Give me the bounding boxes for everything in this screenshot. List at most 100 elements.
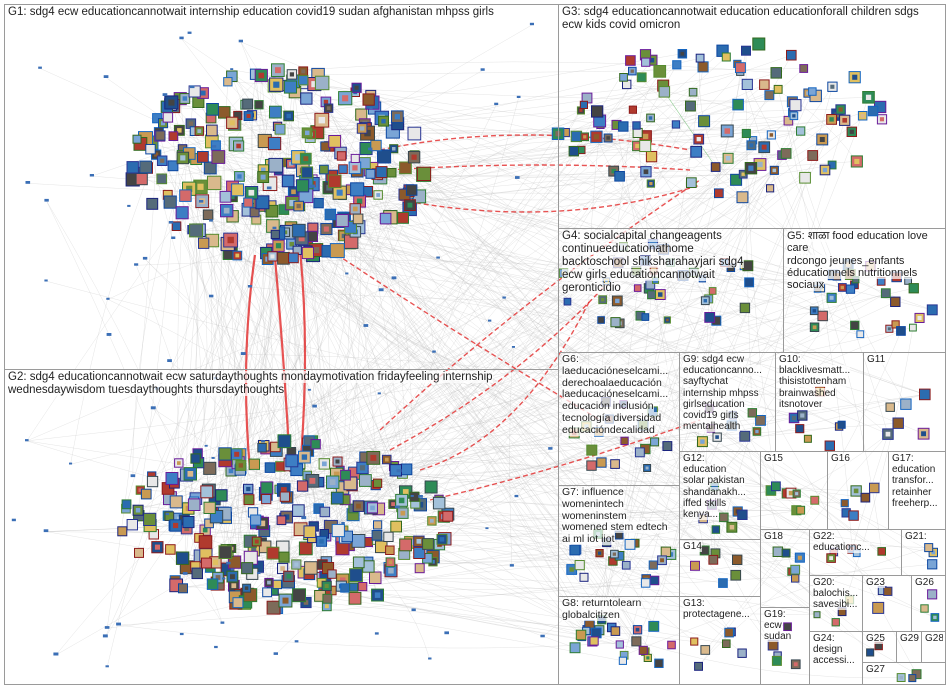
- edge: [105, 77, 850, 600]
- vertex-image-detail: [388, 568, 394, 574]
- edge: [402, 473, 853, 550]
- vertex: [272, 226, 277, 230]
- vertex-image-detail: [359, 465, 366, 471]
- vertex: [488, 319, 492, 322]
- vertex-image-detail: [159, 176, 164, 181]
- edge: [588, 124, 601, 535]
- vertex-image: [787, 50, 796, 60]
- vertex-image-detail: [186, 185, 193, 192]
- vertex-image: [243, 99, 253, 109]
- vertex-image: [691, 146, 702, 157]
- vertex-image: [650, 576, 659, 585]
- edge: [315, 444, 797, 511]
- vertex: [391, 276, 397, 280]
- vertex-image: [564, 298, 571, 305]
- vertex-image: [244, 535, 256, 547]
- strong-edge: [399, 184, 701, 213]
- vertex-image: [580, 573, 588, 581]
- edge: [342, 578, 818, 615]
- vertex-image-detail: [202, 527, 208, 533]
- vertex-image: [672, 121, 680, 128]
- vertex-image: [814, 612, 820, 618]
- vertex-image-detail: [749, 143, 754, 148]
- edge: [626, 93, 809, 566]
- vertex-image: [633, 122, 640, 129]
- vertex-image: [663, 442, 672, 450]
- vertex: [307, 388, 311, 391]
- group-g11-label: G11: [867, 354, 886, 365]
- vertex-image-detail: [329, 479, 336, 485]
- vertex-image: [406, 185, 417, 195]
- vertex-image: [249, 459, 259, 469]
- vertex-image: [164, 196, 176, 208]
- group-g2-box: G2: sdg4 educationcannotwait ecw saturda…: [4, 369, 559, 685]
- vertex-image: [719, 579, 727, 587]
- vertex-image-detail: [289, 161, 293, 166]
- vertex: [436, 256, 440, 259]
- edge: [774, 170, 882, 552]
- vertex-image: [278, 435, 291, 448]
- vertex-image: [363, 561, 374, 572]
- vertex-image: [861, 493, 870, 502]
- vertex-image-detail: [660, 558, 664, 563]
- vertex-image: [356, 109, 367, 120]
- vertex-image: [286, 455, 298, 467]
- edge: [381, 138, 699, 173]
- vertex-image: [320, 507, 330, 517]
- vertex-image: [353, 214, 363, 224]
- vertex-image: [709, 555, 718, 564]
- vertex-image: [305, 562, 317, 574]
- vertex: [529, 22, 534, 26]
- edge: [275, 234, 593, 642]
- vertex-image: [144, 513, 156, 525]
- vertex-image-detail: [326, 106, 331, 110]
- vertex-image: [228, 556, 241, 568]
- vertex: [103, 75, 109, 78]
- vertex-image-detail: [356, 198, 363, 204]
- edge: [213, 167, 751, 459]
- vertex-image: [360, 475, 371, 486]
- vertex-image: [271, 230, 279, 238]
- vertex-image: [384, 532, 393, 541]
- edge: [122, 531, 929, 548]
- vertex-image: [722, 53, 730, 61]
- vertex: [25, 181, 31, 184]
- vertex-image: [218, 507, 231, 520]
- vertex-image-detail: [207, 505, 213, 511]
- vertex-image-detail: [772, 168, 777, 173]
- vertex-image-detail: [197, 129, 202, 133]
- vertex-image: [760, 80, 769, 89]
- vertex-image: [828, 161, 836, 169]
- vertex: [540, 634, 545, 638]
- vertex-image: [781, 149, 791, 158]
- vertex-image: [413, 190, 426, 203]
- vertex-image: [179, 584, 187, 593]
- vertex-image-detail: [729, 525, 735, 530]
- vertex-image-detail: [829, 295, 834, 300]
- vertex-image-detail: [227, 236, 234, 244]
- vertex-image: [261, 482, 273, 494]
- vertex: [209, 219, 213, 222]
- vertex-image: [590, 637, 598, 645]
- vertex-image: [320, 530, 328, 538]
- vertex-image-detail: [319, 539, 324, 544]
- vertex-image: [244, 589, 257, 602]
- vertex: [11, 518, 16, 522]
- vertex-image: [259, 526, 270, 536]
- vertex-image: [320, 165, 328, 174]
- vertex-image-detail: [200, 90, 206, 96]
- edge: [174, 234, 276, 484]
- group-g19-label: G19: ecw sudan: [764, 609, 792, 643]
- edge: [381, 117, 732, 633]
- group-g20-box: G20: balochis... savesibi...: [809, 575, 863, 632]
- vertex-image: [771, 68, 781, 78]
- vertex: [247, 285, 253, 288]
- edge: [224, 501, 704, 519]
- group-g2-label: G2: sdg4 educationcannotwait ecw saturda…: [8, 371, 493, 396]
- vertex-image: [362, 187, 373, 197]
- vertex: [516, 95, 521, 98]
- vertex-image: [921, 605, 928, 612]
- vertex-image-detail: [284, 514, 290, 520]
- vertex-image-detail: [230, 574, 235, 580]
- edge: [125, 508, 223, 624]
